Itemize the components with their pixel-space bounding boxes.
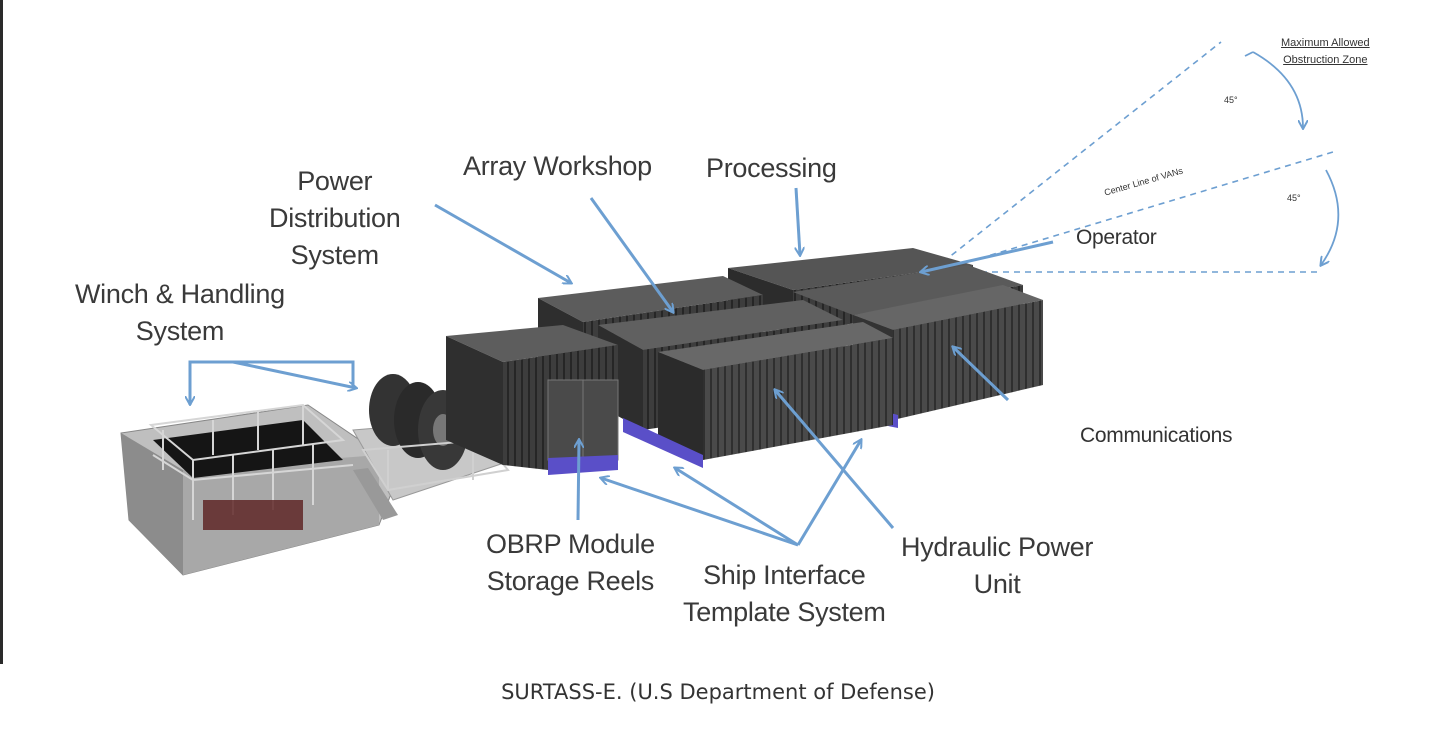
equipment-illustration bbox=[120, 41, 1340, 576]
label-processing: Processing bbox=[706, 153, 837, 183]
label-angle-lower: 45° bbox=[1287, 193, 1301, 203]
figure-caption: SURTASS-E. (U.S Department of Defense) bbox=[501, 680, 935, 704]
label-obrp-module-storage-reels: OBRP Module Storage Reels bbox=[486, 529, 655, 596]
surtass-e-diagram: Power Distribution System Array Workshop… bbox=[3, 0, 1436, 664]
label-arrows bbox=[190, 187, 1054, 547]
label-maximum-obstruction-zone: Maximum Allowed Obstruction Zone bbox=[1281, 37, 1370, 66]
winch-handling-structure bbox=[120, 403, 402, 576]
label-hydraulic-power-unit: Hydraulic Power Unit bbox=[901, 532, 1094, 599]
container-bank bbox=[446, 248, 1043, 475]
label-power-distribution-system: Power Distribution System bbox=[269, 166, 401, 270]
angle-arcs bbox=[1244, 51, 1340, 265]
left-border-rule bbox=[0, 0, 3, 664]
label-angle-upper: 45° bbox=[1224, 95, 1238, 105]
obstruction-zone-lines bbox=[942, 41, 1334, 273]
label-array-workshop: Array Workshop bbox=[463, 151, 652, 181]
label-ship-interface-template-system: Ship Interface Template System bbox=[683, 560, 886, 627]
label-operator: Operator bbox=[1076, 226, 1157, 249]
label-communications: Communications bbox=[1080, 424, 1233, 447]
label-winch-handling-system: Winch & Handling System bbox=[75, 279, 285, 346]
